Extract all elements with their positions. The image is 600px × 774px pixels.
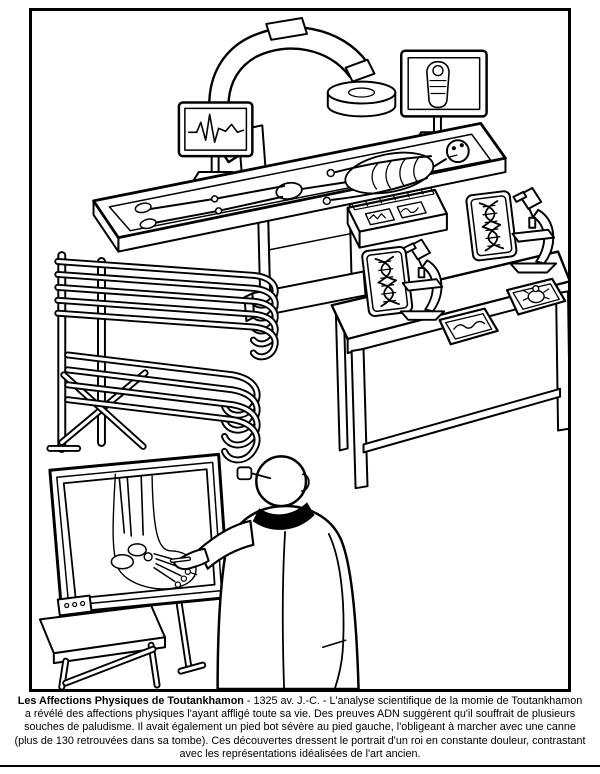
mummy-skeleton: [134, 139, 470, 230]
skull: [445, 139, 470, 164]
c-arm-scanner: [208, 16, 397, 184]
ear: [301, 473, 310, 493]
scene-illustration: [38, 16, 568, 689]
shirt-collar: [252, 502, 315, 530]
lightbox-table: [38, 598, 207, 689]
caption-body: - 1325 av. J.-C. - L'analyse scientifiqu…: [14, 695, 586, 760]
lightbox-controls: [56, 594, 93, 617]
dna-panel-right: [464, 189, 519, 263]
pointing-hand: [172, 547, 210, 571]
table-pedestal: [243, 200, 367, 323]
specimen-tray-wave: [437, 306, 500, 346]
foot-xray: [110, 473, 198, 590]
xray-emitter: [326, 58, 397, 118]
xray-lightbox: [48, 452, 231, 617]
dna-panel-left: [360, 245, 414, 318]
illustration-frame: [29, 8, 571, 692]
glasses: [236, 466, 253, 481]
specimen-tray-scarab: [505, 277, 567, 317]
walking-canes: [54, 258, 279, 464]
scientist: [169, 455, 360, 689]
control-console: [346, 187, 448, 249]
pointing-arm: [197, 519, 255, 570]
ekg-waveform: [188, 113, 245, 144]
caption-title: Les Affections Physiques de Toutankhamon: [17, 695, 244, 707]
head: [255, 455, 308, 508]
mummy-scan-image: [426, 60, 450, 109]
caption: Les Affections Physiques de Toutankhamon…: [0, 695, 600, 761]
footer-rule: [0, 765, 600, 767]
